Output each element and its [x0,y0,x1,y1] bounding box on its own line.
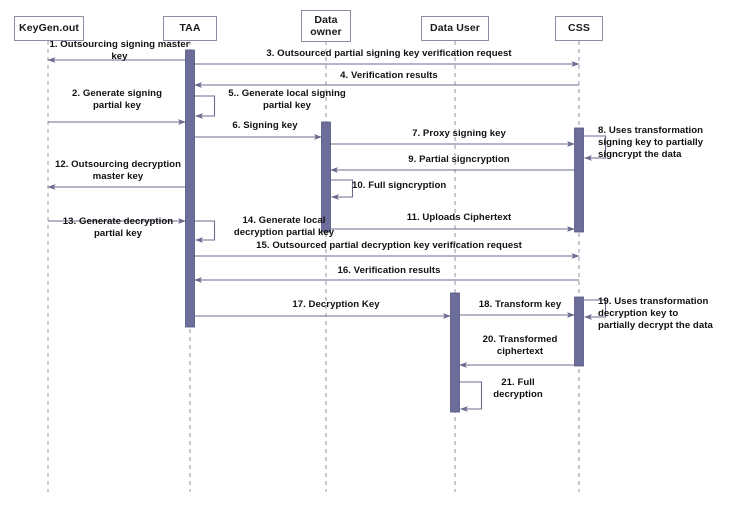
message-label-7: 7. Proxy signing key [412,128,506,139]
message-8[interactable] [583,135,607,161]
message-label-4: 4. Verification results [340,70,438,81]
message-label-13: 13. Generate decryption partial key [62,216,174,239]
message-label-14: 14. Generate local decryption partial ke… [233,215,335,238]
self-message-arrow-14 [194,220,216,243]
message-14[interactable] [194,220,216,243]
message-label-15: 15. Outsourced partial decryption key ve… [256,240,522,251]
self-message-arrow-5 [194,95,216,119]
self-message-arrow-8 [583,135,607,161]
activation-bar-dataowner [321,121,331,233]
activation-bars-group [185,49,584,413]
activation-bar-css [574,296,584,367]
message-label-20: 20. Transformed ciphertext [482,334,558,357]
message-label-12: 12. Outsourcing decryption master key [54,159,182,182]
message-label-16: 16. Verification results [337,265,441,276]
message-label-5: 5.. Generate local signing partial key [228,88,346,111]
message-5[interactable] [194,95,216,119]
self-message-arrow-19 [583,299,607,320]
message-label-2: 2. Generate signing partial key [72,88,162,111]
actor-box-datauser[interactable]: Data User [421,16,489,41]
activation-bar-css [574,127,584,233]
message-19[interactable] [583,299,607,320]
message-label-18: 18. Transform key [478,299,562,310]
activation-bar-datauser [450,292,460,413]
actor-box-css[interactable]: CSS [555,16,603,41]
message-label-17: 17. Decryption Key [292,299,380,310]
message-label-8: 8. Uses transformation signing key to pa… [598,125,704,160]
message-label-21: 21. Full decryption [493,377,543,400]
actor-box-taa[interactable]: TAA [163,16,217,41]
actor-box-keygen[interactable]: KeyGen.out [14,16,84,41]
self-message-arrow-21 [459,381,483,412]
message-label-6: 6. Signing key [232,120,298,131]
message-label-9: 9. Partial signcryption [408,154,510,165]
message-label-3: 3. Outsourced partial signing key verifi… [266,48,512,59]
message-21[interactable] [459,381,483,412]
message-label-10: 10. Full signcryption [352,180,447,191]
message-label-1: 1. Outsourcing signing master key [49,39,190,62]
message-arrows-group [47,57,607,412]
message-label-11: 11. Uploads Ciphertext [406,212,512,223]
message-label-19: 19. Uses transformation decryption key t… [598,296,713,331]
message-10[interactable] [330,179,354,200]
activation-bar-taa [185,49,195,328]
self-message-arrow-10 [330,179,354,200]
